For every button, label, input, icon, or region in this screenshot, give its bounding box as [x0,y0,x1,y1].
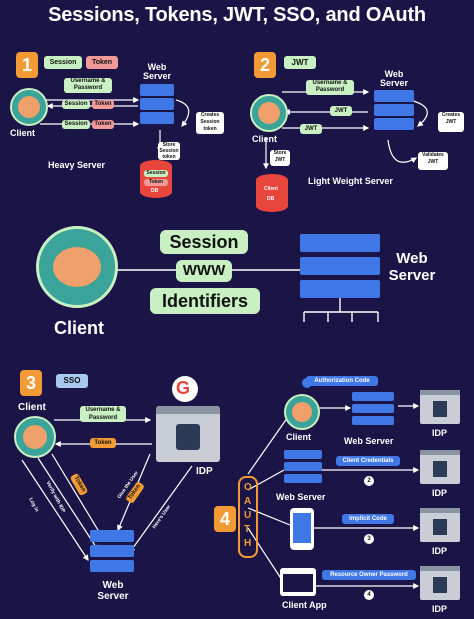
s3-token: Token [90,438,116,448]
s1-token-b: Token [92,120,114,129]
s2-username-password: Username & Password [306,80,354,95]
flow4-idp-icon [420,566,460,600]
flow2-idp-icon [420,450,460,484]
center-client-label: Client [54,318,105,338]
flow2-idp-label: IDP [432,488,448,498]
s1-session-b: Session [62,120,90,129]
s1-db-icon: Session Token DB [140,160,172,198]
s1-client-label: Client [10,128,36,138]
oauth-letter-o: O [244,482,252,493]
s1-server-icon [140,84,174,128]
flow3-label: Implicit Code [342,514,394,524]
center-client-icon [36,226,118,308]
s4-lines [247,403,420,589]
flow3-step: 3 [364,534,374,544]
s3-client-label: Client [18,402,46,413]
s2-db-label: DB [267,196,275,202]
s3-idp-icon [156,406,220,462]
s2-web-server-label: Web Server [379,69,409,88]
oauth-letter-h: H [244,538,252,549]
page-title: Sessions, Tokens, JWT, SSO, and OAuth [48,4,426,26]
center-web-server-label: Web Server [388,250,436,284]
flow2-label: Client Credentials [336,456,400,466]
s2-store-jwt: JWT [274,157,286,163]
s2-jwt-b: JWT [300,124,322,134]
center-session: Session [160,230,248,254]
flow2-server-label: Web Server [276,492,326,502]
flow1-server-icon [352,392,394,426]
s1-token-a: Token [92,100,114,109]
flow1-server-label: Web Server [344,436,394,446]
flow4-client-app-icon [280,568,316,596]
s2-creates-note: Creates JWT [438,112,464,132]
s3-web-server-label: Web Server [97,580,129,602]
s1-store-note: Store Session token [158,142,180,160]
s2-db-icon: Client DB [256,174,288,212]
s1-db-session: Session [144,170,168,177]
flow3-idp-label: IDP [432,546,448,556]
s2-jwt-a: JWT [330,106,352,116]
s2-client-icon [250,94,288,132]
section-2-number: 2 [254,52,276,78]
flow4-idp-label: IDP [432,604,448,614]
flow1-label: Authorization Code [306,376,378,386]
s1-client-icon [10,88,48,126]
s3-sso-tag: SSO [56,374,88,388]
s2-server-icon [374,90,414,134]
s2-db-client: Client [264,186,278,192]
flow1-idp-icon [420,390,460,424]
oauth-letter-t: T [244,524,251,535]
flow2-server-icon [284,450,322,484]
flow1-client-icon [284,394,320,430]
flow1-client-label: Client [286,432,312,442]
oauth-letter-u: U [244,510,252,521]
s2-store-note: Store JWT [270,150,290,166]
s1-server-type: Heavy Server [48,160,106,170]
flow4-step: 4 [364,590,374,600]
s2-client-label: Client [252,134,278,144]
oauth-letter-a: A [244,496,252,507]
section-3-number: 3 [20,370,42,396]
flow4-client-app-label: Client App [282,600,327,610]
s1-token-tag: Token [86,56,118,69]
s2-validates-note: Validates JWT [418,152,448,170]
s3-username-password: Username & Password [80,406,126,422]
s1-db-label: DB [151,188,159,194]
s1-username-password: Username & Password [64,78,112,93]
s2-server-type: Light Weight Server [308,176,393,186]
s3-idp-label: IDP [196,466,213,477]
flow3-phone-icon [290,508,314,550]
s1-db-token: Token [144,179,168,186]
center-www: WWW [176,260,232,282]
flow3-idp-icon [420,508,460,542]
section-4-number: 4 [214,506,236,532]
center-server-icon [300,234,380,298]
s3-client-icon [14,416,56,458]
s1-session-a: Session [62,100,90,109]
s2-store-text: Store [273,150,287,156]
flow1-idp-label: IDP [432,428,448,438]
google-icon: G [172,376,198,402]
s2-validates-text: Validates [422,152,444,158]
s3-server-icon [90,530,134,574]
flow4-label: Resource Owner Password [322,570,416,580]
s2-creates-text: Creates [441,112,461,118]
s1-web-server-label: Web Server [142,62,172,81]
s2-lines [263,89,428,170]
oauth-vertical-label: O A U T H [238,476,258,558]
center-identifiers: Identifiers [150,288,260,314]
s1-creates-note: Creates Session token [196,112,224,134]
s2-creates-jwt: JWT [445,119,457,125]
s1-session-tag: Session [44,56,82,69]
section-1-number: 1 [16,52,38,78]
s2-validates-jwt: JWT [427,159,439,165]
flow2-step: 2 [364,476,374,486]
s2-jwt-tag: JWT [284,56,316,69]
